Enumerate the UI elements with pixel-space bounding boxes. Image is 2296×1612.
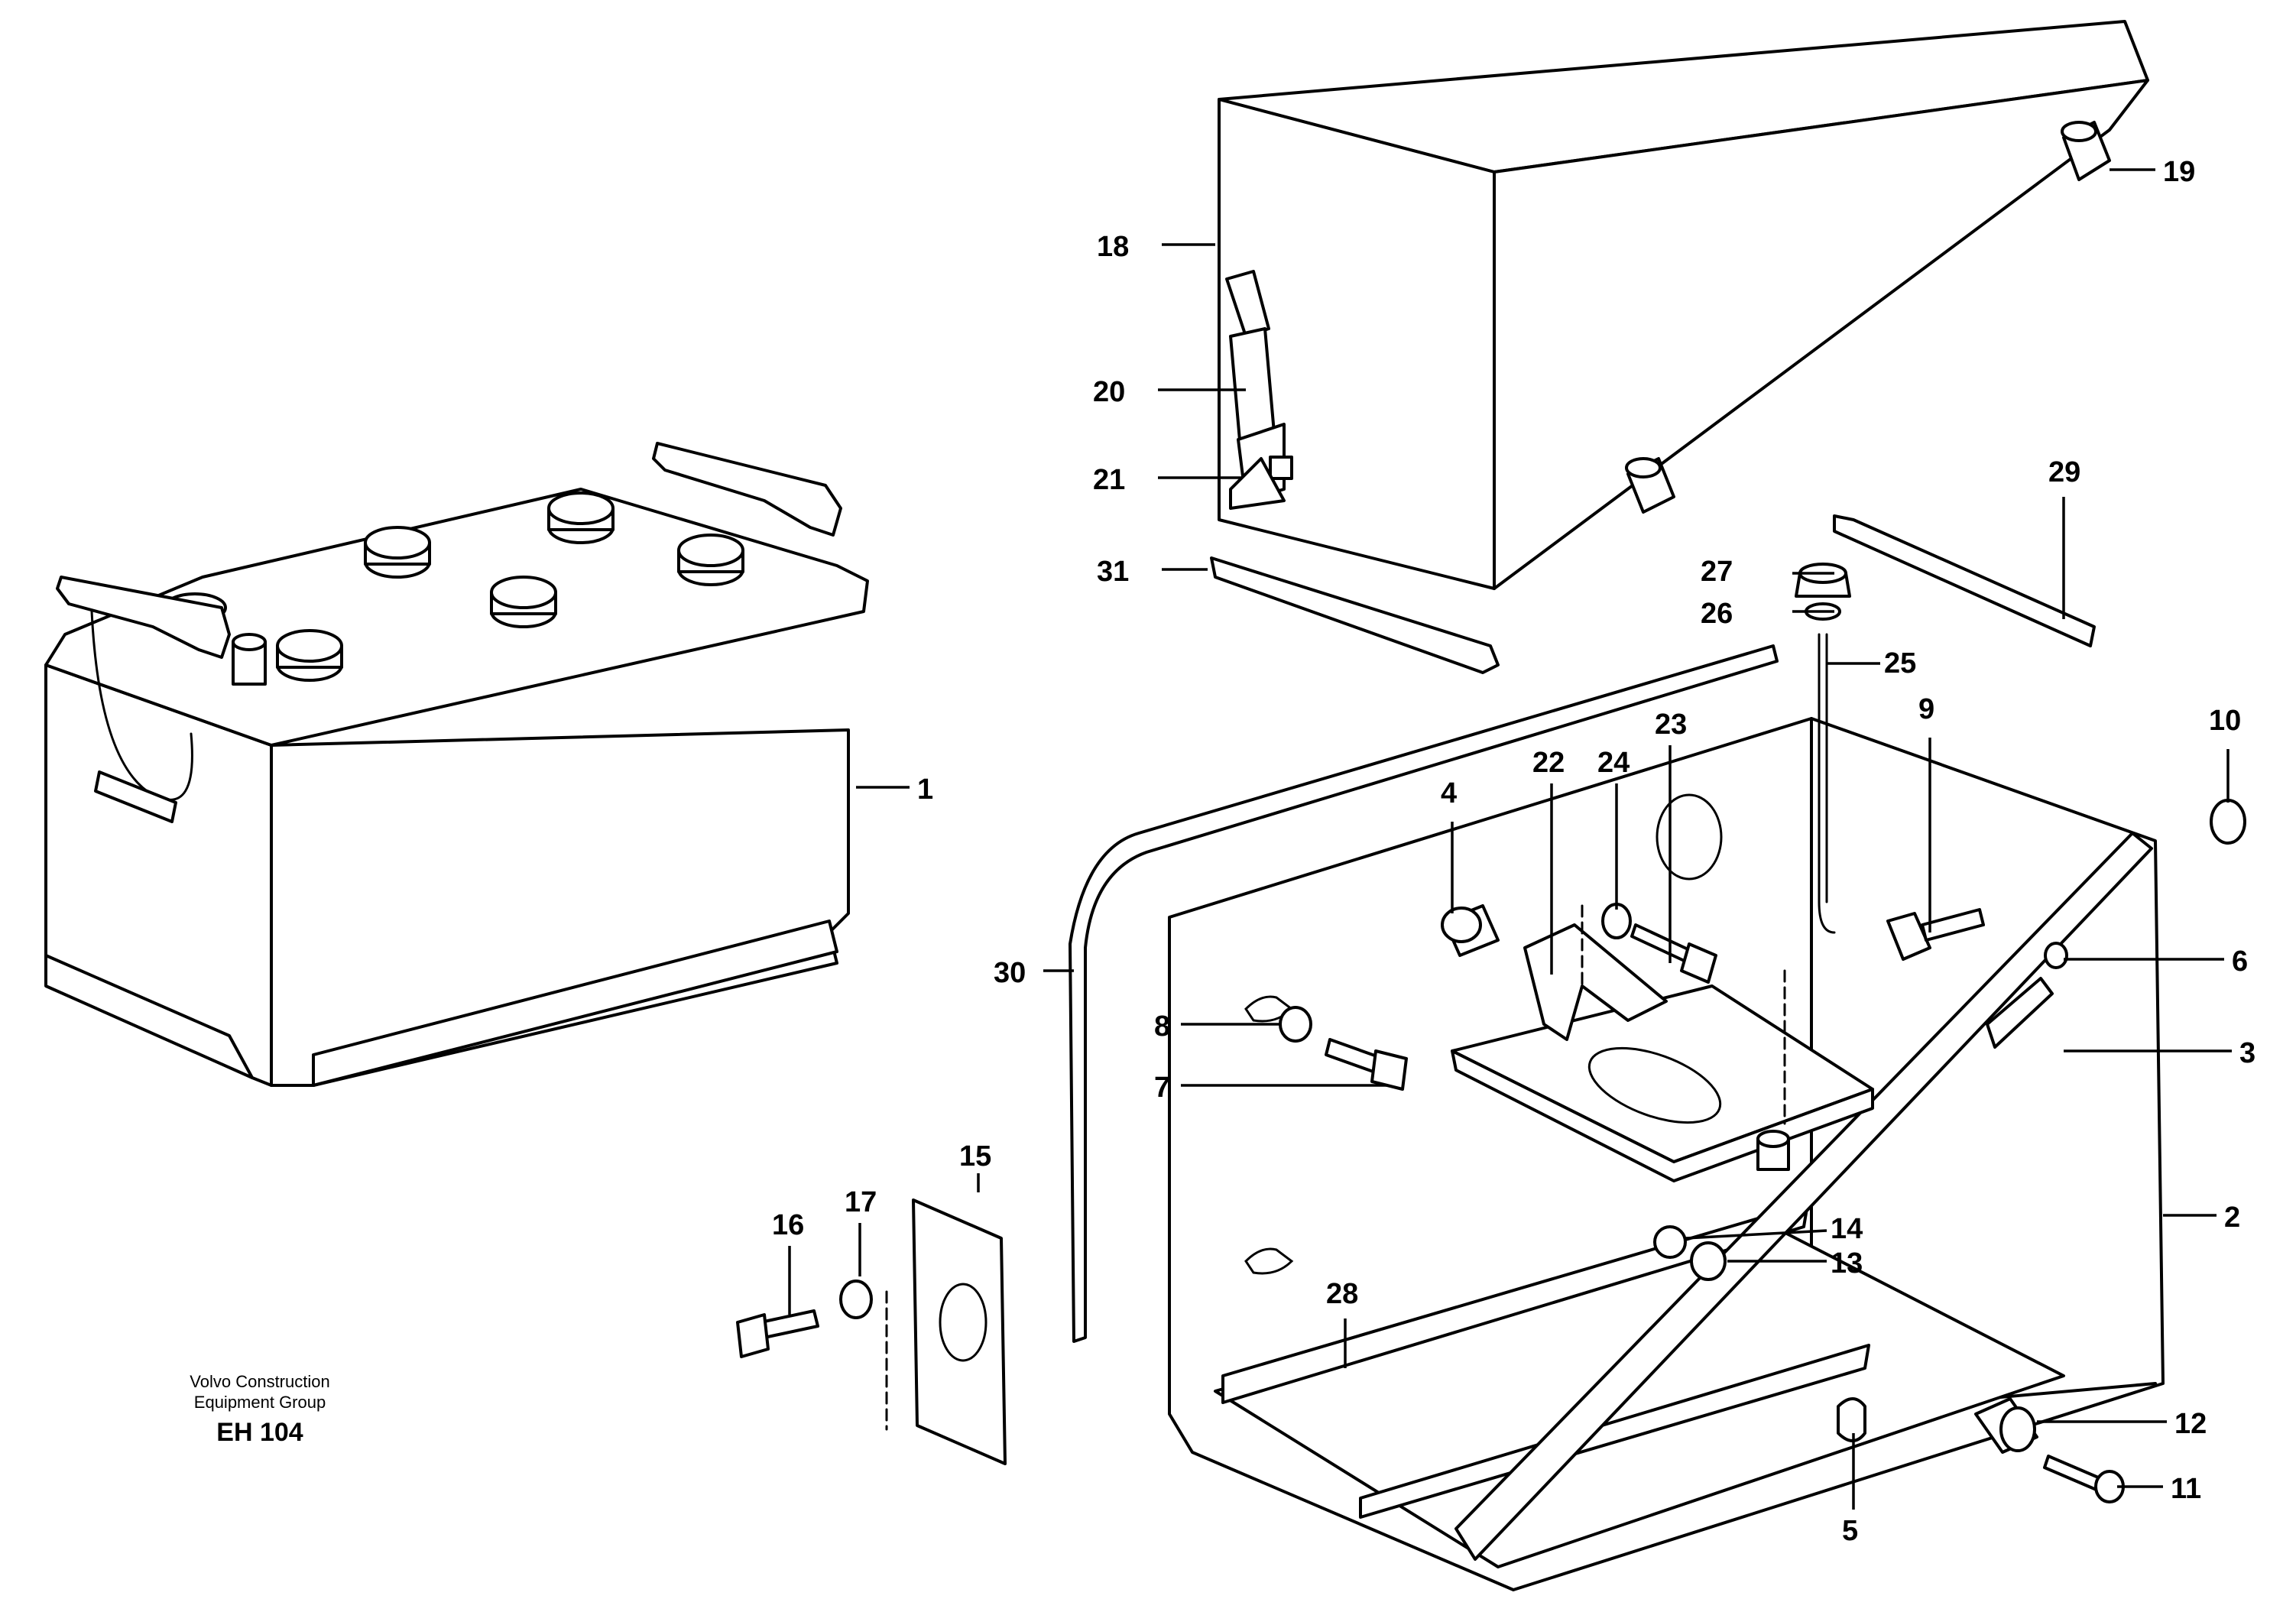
callout-27: 27 xyxy=(1701,556,1733,588)
callout-21: 21 xyxy=(1093,464,1125,496)
battery-cover xyxy=(1218,20,2149,590)
callout-25: 25 xyxy=(1884,647,1916,680)
callout-1: 1 xyxy=(917,774,933,806)
battery-holder-plate xyxy=(1451,923,1874,1182)
caption-line-1: Volvo Construction xyxy=(190,1372,329,1391)
caption-code: EH 104 xyxy=(216,1418,303,1447)
callout-8: 8 xyxy=(1154,1010,1170,1043)
battery xyxy=(44,442,869,1087)
callout-17: 17 xyxy=(845,1186,877,1218)
callout-labels: 1 2 3 4 5 6 7 8 9 10 11 12 13 14 15 16 1… xyxy=(772,156,2255,1547)
callout-22: 22 xyxy=(1532,747,1565,779)
battery-cap xyxy=(163,491,744,682)
seal-strip xyxy=(1833,514,2096,647)
callout-28: 28 xyxy=(1326,1278,1358,1310)
callout-16: 16 xyxy=(772,1209,804,1241)
callout-14: 14 xyxy=(1831,1213,1863,1245)
callout-7: 7 xyxy=(1154,1072,1170,1104)
seal-strip xyxy=(1069,644,1779,1343)
callout-26: 26 xyxy=(1701,598,1733,630)
hinge-sleeve xyxy=(1625,121,2111,514)
callout-3: 3 xyxy=(2239,1037,2255,1069)
callout-4: 4 xyxy=(1441,777,1457,809)
callout-30: 30 xyxy=(994,957,1026,989)
callout-10: 10 xyxy=(2209,705,2241,737)
callout-12: 12 xyxy=(2174,1408,2207,1440)
callout-20: 20 xyxy=(1093,376,1125,408)
callout-19: 19 xyxy=(2163,156,2195,188)
callout-29: 29 xyxy=(2048,456,2080,488)
callout-6: 6 xyxy=(2232,945,2248,978)
callout-11: 11 xyxy=(2171,1473,2201,1505)
seal-strip xyxy=(1210,556,1500,674)
callout-31: 31 xyxy=(1097,556,1129,588)
callout-18: 18 xyxy=(1097,231,1129,263)
callout-9: 9 xyxy=(1918,693,1934,725)
callout-5: 5 xyxy=(1842,1515,1858,1547)
callout-leaders xyxy=(788,168,2232,1510)
callout-23: 23 xyxy=(1655,709,1687,741)
callout-13: 13 xyxy=(1831,1247,1863,1280)
hardware xyxy=(736,563,2246,1503)
callout-2: 2 xyxy=(2224,1202,2240,1234)
callout-15: 15 xyxy=(959,1140,991,1173)
publisher-caption: Volvo Construction Equipment Group EH 10… xyxy=(190,1372,329,1447)
callout-24: 24 xyxy=(1597,747,1630,779)
caption-line-2: Equipment Group xyxy=(194,1393,326,1412)
